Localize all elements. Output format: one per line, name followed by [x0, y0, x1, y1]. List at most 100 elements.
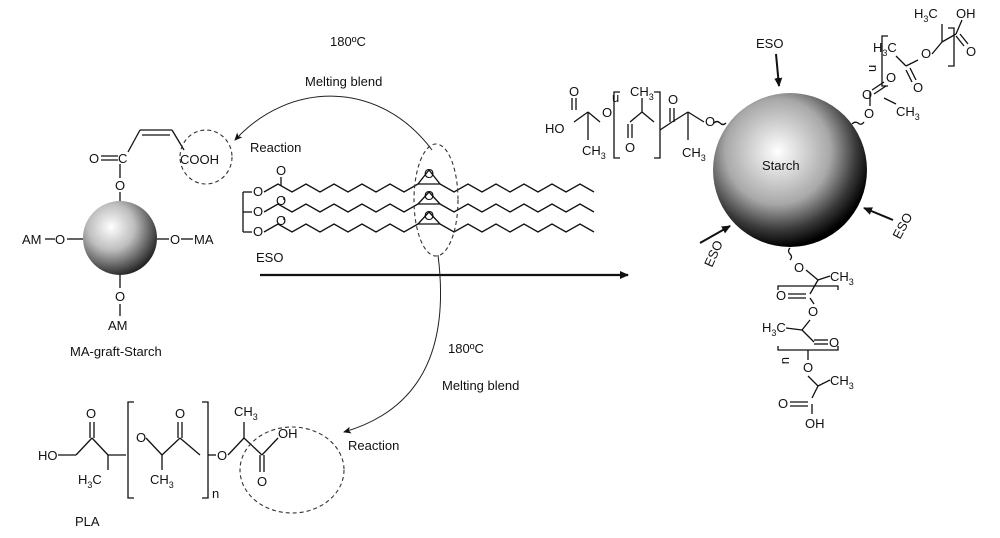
cooh-label: COOH — [180, 152, 219, 167]
bg-carbonyl-o-2: O — [829, 335, 839, 350]
fatty-chain-2-right — [439, 203, 595, 213]
bg-ch3-1: CH3 — [830, 269, 854, 287]
epoxide-o-1: O — [424, 166, 434, 181]
bg-b1 — [805, 269, 819, 281]
left-graft-wavy-bond — [713, 120, 727, 126]
tr-h3c: H3C — [873, 40, 897, 58]
lg-bracket-right — [654, 91, 661, 159]
pla-ester-o-2: O — [217, 448, 227, 463]
fatty-chain-3-left — [263, 223, 419, 233]
tr-co-2b — [909, 67, 917, 81]
pla-bracket-right — [202, 401, 209, 499]
lg-b7 — [629, 111, 643, 123]
fatty-chain-1-right — [439, 183, 595, 193]
pla-end-oh-label: OH — [278, 426, 298, 441]
bg-bracket-top — [777, 285, 839, 290]
lg-b10 — [573, 111, 589, 123]
tr-b8 — [955, 19, 963, 35]
product-molecule: Starch ESO ESO ESO O CH3 O CH3 O O u CH3 — [545, 36, 916, 269]
tr-co-3b — [959, 33, 969, 45]
bg-carbonyl-o-1: O — [776, 288, 786, 303]
lg-b1 — [687, 111, 705, 123]
eso-molecule: O O O O O O O O O ESO — [242, 143, 595, 265]
pla-carbonyl-o-2: O — [175, 406, 185, 421]
bg-carbonyl-o-3: O — [778, 396, 788, 411]
left-am-label: AM — [22, 232, 42, 247]
bottom-graft: O CH3 O O H3C O u O CH3 O OH — [762, 247, 854, 431]
pla-b14 — [261, 437, 279, 456]
pla-ch3-label-2: CH3 — [234, 404, 258, 422]
bottom-o-label: O — [115, 289, 125, 304]
upper-curved-arrow — [234, 95, 433, 151]
lg-b8 — [587, 111, 601, 123]
bg-ch3-2: CH3 — [830, 373, 854, 391]
tr-carbonyl-o-3: O — [966, 44, 976, 59]
lg-b4 — [659, 121, 673, 131]
pla-b2 — [75, 437, 93, 456]
bg-b6 — [785, 327, 803, 331]
bg-b7 — [801, 329, 815, 343]
ester-carbonyl-o-2: O — [276, 193, 286, 208]
tr-u-label: u — [864, 65, 879, 72]
lower-curved-arrow — [343, 254, 442, 434]
starch-label: Starch — [762, 158, 800, 173]
pla-b6 — [145, 437, 163, 456]
lg-end-ho: HO — [545, 121, 565, 136]
tr-co-1b — [873, 85, 887, 95]
ester-o-1: O — [253, 184, 263, 199]
eso-top-label: ESO — [756, 36, 783, 51]
top-reaction-label: Reaction — [250, 140, 301, 155]
pla-b9 — [179, 437, 201, 456]
carbonyl-c-label: C — [118, 151, 127, 166]
carbonyl-o-label: O — [89, 151, 99, 166]
pla-cooh-reaction-circle — [239, 426, 345, 514]
starch-core-sphere — [713, 93, 867, 247]
ma-graft-starch-label: MA-graft-Starch — [70, 344, 162, 359]
lg-ester-o: O — [602, 105, 612, 120]
tr-ester-o: O — [921, 46, 931, 61]
tr-o-link: O — [864, 106, 874, 121]
bottom-melting-blend-label: Melting blend — [442, 378, 519, 393]
lg-carbonyl-o-3: O — [569, 84, 579, 99]
ester-o-2: O — [253, 204, 263, 219]
epoxide-2 — [416, 191, 442, 205]
pla-molecule: HO O H3C O CH3 O n O CH3 OH O PLA — [38, 401, 345, 529]
eso-top-arrow — [774, 53, 783, 87]
eso-right-arrow — [863, 207, 894, 221]
fatty-chain-1-left — [263, 183, 419, 193]
bg-u-label: u — [779, 357, 794, 364]
tr-end-oh: OH — [956, 6, 976, 21]
eso-left-arrow — [699, 225, 731, 244]
pla-carbonyl-o-1: O — [86, 406, 96, 421]
bg-h3c: H3C — [762, 320, 786, 338]
top-melting-blend-label: Melting blend — [305, 74, 382, 89]
pla-b13 — [243, 437, 263, 456]
pla-label: PLA — [75, 514, 100, 529]
ma-starch-sphere — [83, 201, 157, 275]
ma-graft-starch-molecule: AM O O MA O AM O O C COOH MA-graft-Starc… — [22, 129, 233, 359]
fatty-chain-2-left — [263, 203, 419, 213]
tr-ch3: CH3 — [896, 104, 920, 122]
cooh-reaction-circle — [179, 129, 233, 185]
pla-carbonyl-o-3: O — [257, 474, 267, 489]
bg-ester-o-2: O — [803, 360, 813, 375]
epoxide-3 — [416, 211, 442, 225]
bg-end-oh: OH — [805, 416, 825, 431]
pla-bracket-left — [127, 401, 134, 499]
lg-b3 — [671, 111, 689, 123]
top-right-graft: O O O CH3 H3C O O u H3C OH O — [851, 6, 976, 125]
bg-b5 — [801, 319, 811, 331]
tr-carbonyl-o-2: O — [913, 80, 923, 95]
tr-bracket-left — [881, 35, 888, 87]
lg-carbonyl-o-1: O — [668, 92, 678, 107]
pla-ch3-label-1: CH3 — [150, 472, 174, 490]
top-o-label: O — [115, 178, 125, 193]
tr-wavy-bond — [851, 121, 865, 125]
tr-o-2: O — [862, 87, 872, 102]
tr-b3 — [895, 55, 907, 67]
pla-ester-o: O — [136, 430, 146, 445]
bg-b4 — [809, 297, 815, 305]
lg-b5 — [641, 111, 655, 123]
